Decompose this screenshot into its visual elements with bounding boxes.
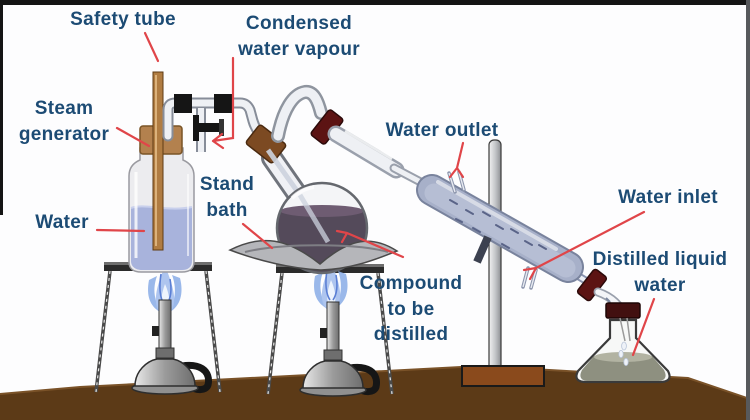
leader-water-outlet <box>448 141 465 179</box>
distilled-water-fill <box>580 356 666 381</box>
stand-base <box>461 365 545 387</box>
leader-condensed-vapour <box>211 56 235 150</box>
water-inlet-nozzle <box>521 266 538 290</box>
frame-border-top <box>0 0 750 5</box>
safety-tube <box>152 71 164 251</box>
condenser <box>416 170 591 290</box>
vapour-tube <box>271 85 328 143</box>
frame-border-right <box>746 0 750 420</box>
water-drops <box>618 341 629 366</box>
flask-stopper <box>605 302 641 319</box>
steam-generator-flask <box>128 71 195 273</box>
pinch-valve <box>193 115 224 141</box>
retort-stand <box>461 139 545 387</box>
pipe-coupling <box>174 94 192 113</box>
pipe-coupling <box>214 94 232 113</box>
leader-steam-generator <box>115 126 151 148</box>
leader-stand-bath <box>241 222 274 250</box>
leader-safety-tube <box>143 31 160 63</box>
erlenmeyer-flask <box>575 302 671 384</box>
adapter-tube <box>327 125 437 193</box>
leader-lines <box>95 31 656 357</box>
leader-compound <box>335 229 405 259</box>
condenser-clamp <box>473 235 492 264</box>
frame-border-left <box>0 0 3 215</box>
leader-distilled <box>631 297 656 357</box>
leader-water-inlet <box>522 210 646 281</box>
leader-water <box>95 228 146 233</box>
